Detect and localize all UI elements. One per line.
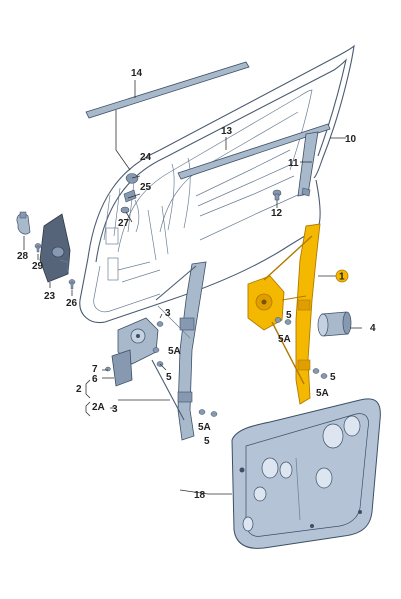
- callout-5a-left-a: 5A: [168, 346, 181, 357]
- leader-lines: [23, 80, 362, 495]
- part-2-window-regulator: [151, 261, 207, 441]
- callout-labels: 14 13 10 11 12 24 25 27 28 29 23 26 1 4 …: [17, 68, 376, 501]
- part-1-window-regulator-highlighted: [247, 223, 321, 405]
- callout-25: 25: [140, 182, 152, 193]
- callout-2a: 2A: [92, 402, 105, 413]
- callout-27: 27: [118, 218, 130, 229]
- part-14-outer-seal-strip: [85, 61, 250, 119]
- callout-5a-right-a: 5A: [278, 334, 291, 345]
- callout-5-left-a: 5: [166, 372, 172, 383]
- callout-14: 14: [131, 68, 143, 79]
- callout-26: 26: [66, 298, 78, 309]
- callout-3-bottom: 3: [112, 404, 118, 415]
- callout-5a-left-b: 5A: [198, 422, 211, 433]
- callout-24: 24: [140, 152, 152, 163]
- callout-7: 7: [92, 364, 98, 375]
- callout-28: 28: [17, 251, 29, 262]
- callout-1-badge: [335, 269, 349, 283]
- door-shell: [79, 44, 355, 324]
- part-4-drive-motor: [317, 311, 352, 337]
- callout-5-right-a: 5: [286, 310, 292, 321]
- part-6-window-motor: [111, 317, 159, 387]
- callout-5-right-b: 5: [330, 372, 336, 383]
- screws-26-29: [34, 243, 76, 290]
- callout-4: 4: [370, 323, 376, 334]
- part-12-bolt: [272, 189, 282, 201]
- part-11-guide-rail: [297, 131, 319, 197]
- fasteners-24-25-27: [120, 173, 139, 214]
- screws-left-regulator: [105, 321, 218, 417]
- callout-5-left-b: 5: [204, 436, 210, 447]
- callout-3-top: 3: [165, 308, 171, 319]
- callout-13: 13: [221, 126, 233, 137]
- part-28-clip: [16, 211, 31, 235]
- callout-23: 23: [44, 291, 56, 302]
- callout-10: 10: [345, 134, 357, 145]
- callout-2: 2: [76, 384, 82, 395]
- screws-right-regulator: [274, 317, 328, 379]
- callout-6: 6: [92, 374, 98, 385]
- callout-29: 29: [32, 261, 44, 272]
- part-13-inner-seal-strip: [177, 123, 331, 180]
- callout-11: 11: [288, 158, 299, 169]
- callout-1: 1: [339, 272, 345, 283]
- callout-18: 18: [194, 490, 206, 501]
- callout-5a-right-b: 5A: [316, 388, 329, 399]
- part-23-bracket: [39, 213, 71, 283]
- part-18-door-panel: [231, 398, 381, 549]
- callout-12: 12: [271, 208, 283, 219]
